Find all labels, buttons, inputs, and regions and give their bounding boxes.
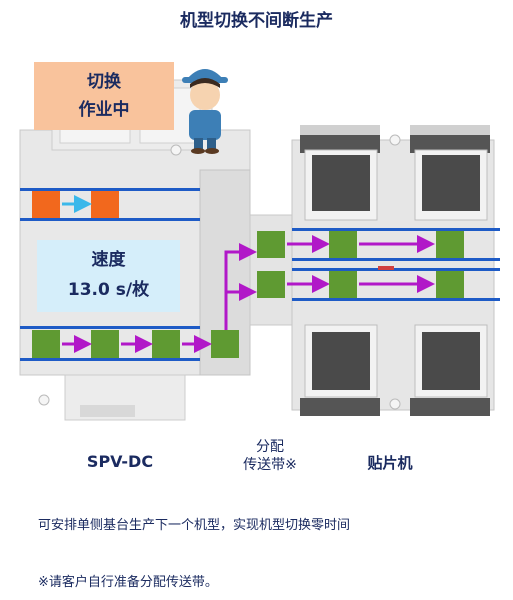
conveyor-label-line1: 分配 <box>256 439 284 455</box>
route-arrow-upper <box>224 243 257 330</box>
board-mounter-2 <box>436 231 464 258</box>
indicator-light <box>378 266 394 270</box>
speed-value: 13.0 s/枚 <box>67 280 150 300</box>
page-title: 机型切换不间断生产 <box>180 11 333 31</box>
mounter-label: 贴片机 <box>367 454 413 472</box>
status-box: 切换 作业中 <box>34 62 174 130</box>
board-switching-2 <box>91 191 119 218</box>
worker-icon <box>182 69 228 154</box>
board-mounter-3 <box>329 271 357 298</box>
board-conveyor-lower <box>257 271 285 298</box>
board-spv-2 <box>91 330 119 358</box>
conveyor-label: 分配 传送带※ <box>225 438 315 474</box>
caption-note2: ※请客户自行准备分配传送带。 <box>38 575 218 590</box>
caption-note1: 可安排单侧基台生产下一个机型，实现机型切换零时间 <box>38 518 351 533</box>
board-conveyor-upper <box>257 231 285 258</box>
status-line1: 切换 <box>87 72 121 92</box>
board-mounter-4 <box>436 271 464 298</box>
spv-label: SPV-DC <box>86 452 154 471</box>
speed-box: 速度 13.0 s/枚 <box>37 240 180 312</box>
speed-label: 速度 <box>91 250 126 270</box>
board-spv-4 <box>211 330 239 358</box>
mounter-rails <box>292 228 500 301</box>
board-mounter-1 <box>329 231 357 258</box>
status-line2: 作业中 <box>78 100 130 120</box>
conveyor-label-line2: 传送带※ <box>243 457 297 473</box>
board-switching-1 <box>32 191 60 218</box>
board-spv-1 <box>32 330 60 358</box>
board-spv-3 <box>152 330 180 358</box>
spv-rails <box>20 188 200 361</box>
